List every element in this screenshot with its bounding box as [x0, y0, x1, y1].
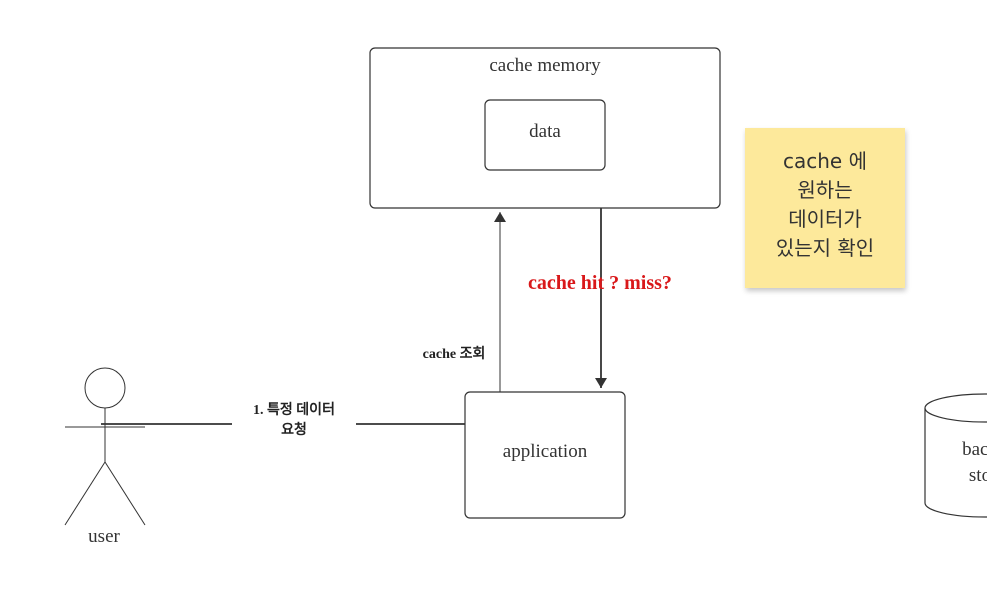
data-label: data	[529, 121, 561, 142]
cache-memory-label: cache memory	[489, 55, 601, 76]
user-label: user	[88, 526, 120, 547]
user-actor-icon[interactable]	[64, 367, 146, 526]
application-label: application	[502, 441, 588, 462]
data-box[interactable]	[484, 99, 606, 171]
backing-store-cylinder[interactable]	[924, 393, 987, 518]
backing-store-label: back sto	[962, 439, 987, 486]
cache-hit-miss-label: cache hit ? miss?	[528, 272, 672, 294]
request-label: 1. 특정 데이터 요청	[232, 401, 356, 441]
sticky-note-text: cache 에 원하는 데이터가 있는지 확인	[775, 149, 875, 260]
sticky-note[interactable]: cache 에 원하는 데이터가 있는지 확인	[745, 128, 905, 288]
application-box[interactable]	[464, 391, 626, 519]
cache-lookup-label: cache 조회	[422, 347, 486, 362]
